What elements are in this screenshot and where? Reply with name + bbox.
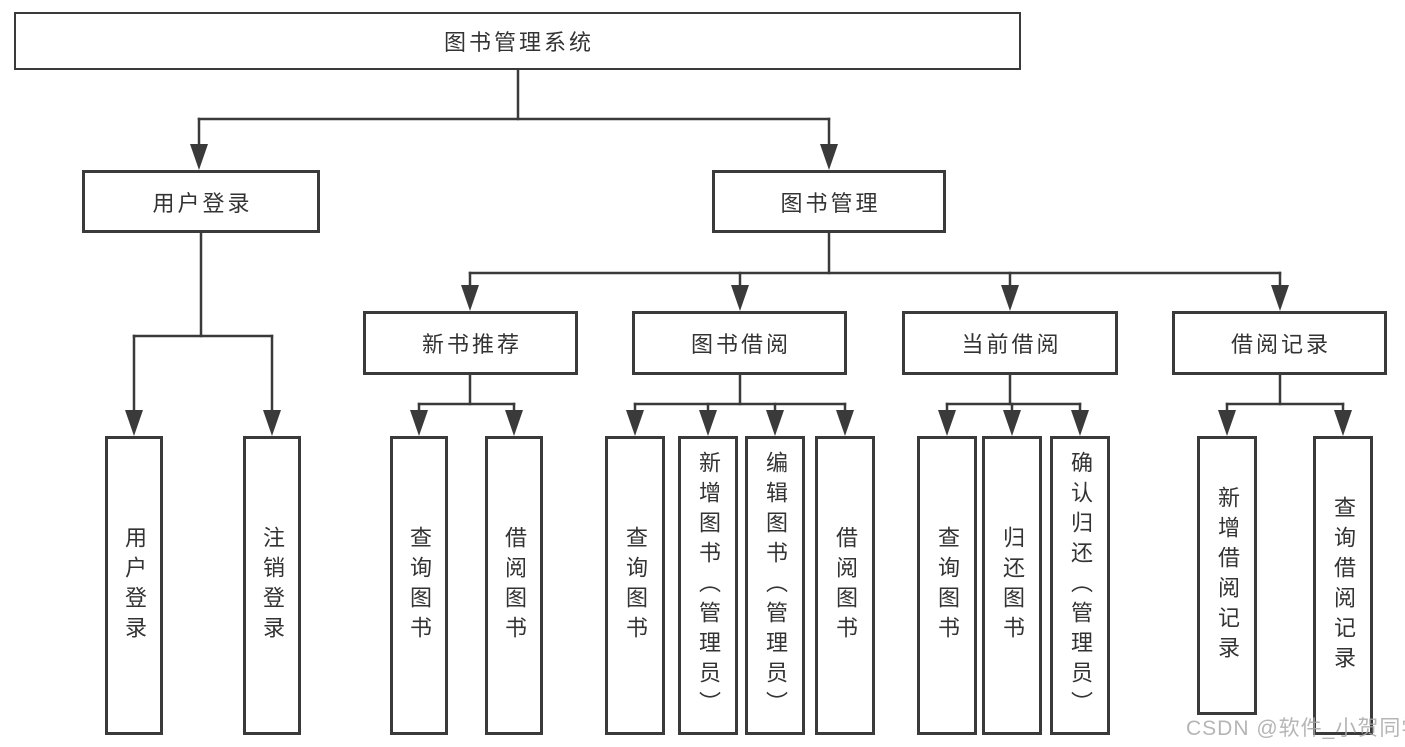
node-user-login-label: 用户登录 (152, 190, 253, 216)
leaf-edit-books-admin-label: 编辑图书（管理员） (763, 450, 788, 721)
leaf-add-borrow-record-label: 新增借阅记录 (1215, 485, 1240, 666)
node-book-management-label: 图书管理 (780, 190, 881, 216)
node-borrowing-records: 借阅记录 (1172, 311, 1387, 375)
node-book-borrowing: 图书借阅 (632, 311, 847, 375)
leaf-logout: 注销登录 (243, 436, 301, 735)
leaf-query-books-2: 查询图书 (605, 436, 665, 735)
leaf-query-books-1-label: 查询图书 (407, 525, 432, 646)
leaf-query-books-1: 查询图书 (390, 436, 448, 735)
leaf-logout-label: 注销登录 (260, 525, 285, 646)
leaf-return-books-label: 归还图书 (1000, 525, 1025, 646)
node-book-management: 图书管理 (712, 170, 946, 233)
leaf-query-books-2-label: 查询图书 (623, 525, 648, 646)
node-book-borrowing-label: 图书借阅 (690, 332, 791, 357)
leaf-edit-books-admin: 编辑图书（管理员） (745, 436, 805, 735)
leaf-query-books-3-label: 查询图书 (935, 525, 960, 646)
node-borrowing-records-label: 借阅记录 (1230, 332, 1331, 357)
node-new-book-recommend-label: 新书推荐 (421, 332, 522, 357)
node-root-label: 图书管理系统 (443, 30, 594, 55)
leaf-add-borrow-record: 新增借阅记录 (1197, 436, 1257, 715)
leaf-query-borrow-record: 查询借阅记录 (1313, 436, 1373, 735)
leaf-query-books-3: 查询图书 (917, 436, 977, 735)
leaf-borrow-books-2-label: 借阅图书 (833, 525, 858, 646)
leaf-confirm-return-admin-label: 确认归还（管理员） (1068, 450, 1093, 721)
csdn-watermark: CSDN @软件_小贺同学 (1186, 717, 1405, 740)
leaf-borrow-books-1-label: 借阅图书 (502, 525, 527, 646)
arrowheads (125, 144, 1352, 436)
leaf-user-login: 用户登录 (105, 436, 163, 735)
node-current-borrowing: 当前借阅 (902, 311, 1118, 375)
leaf-confirm-return-admin: 确认归还（管理员） (1050, 436, 1110, 735)
node-new-book-recommend: 新书推荐 (363, 311, 578, 375)
leaf-return-books: 归还图书 (982, 436, 1042, 735)
leaf-borrow-books-2: 借阅图书 (815, 436, 875, 735)
leaf-user-login-label: 用户登录 (122, 525, 147, 646)
node-current-borrowing-label: 当前借阅 (961, 332, 1062, 357)
leaf-add-books-admin-label: 新增图书（管理员） (696, 450, 721, 721)
node-user-login: 用户登录 (82, 170, 320, 233)
node-root-library-management-system: 图书管理系统 (14, 12, 1021, 70)
leaf-add-books-admin: 新增图书（管理员） (678, 436, 738, 735)
leaf-borrow-books-1: 借阅图书 (485, 436, 543, 735)
leaf-query-borrow-record-label: 查询借阅记录 (1331, 495, 1356, 676)
